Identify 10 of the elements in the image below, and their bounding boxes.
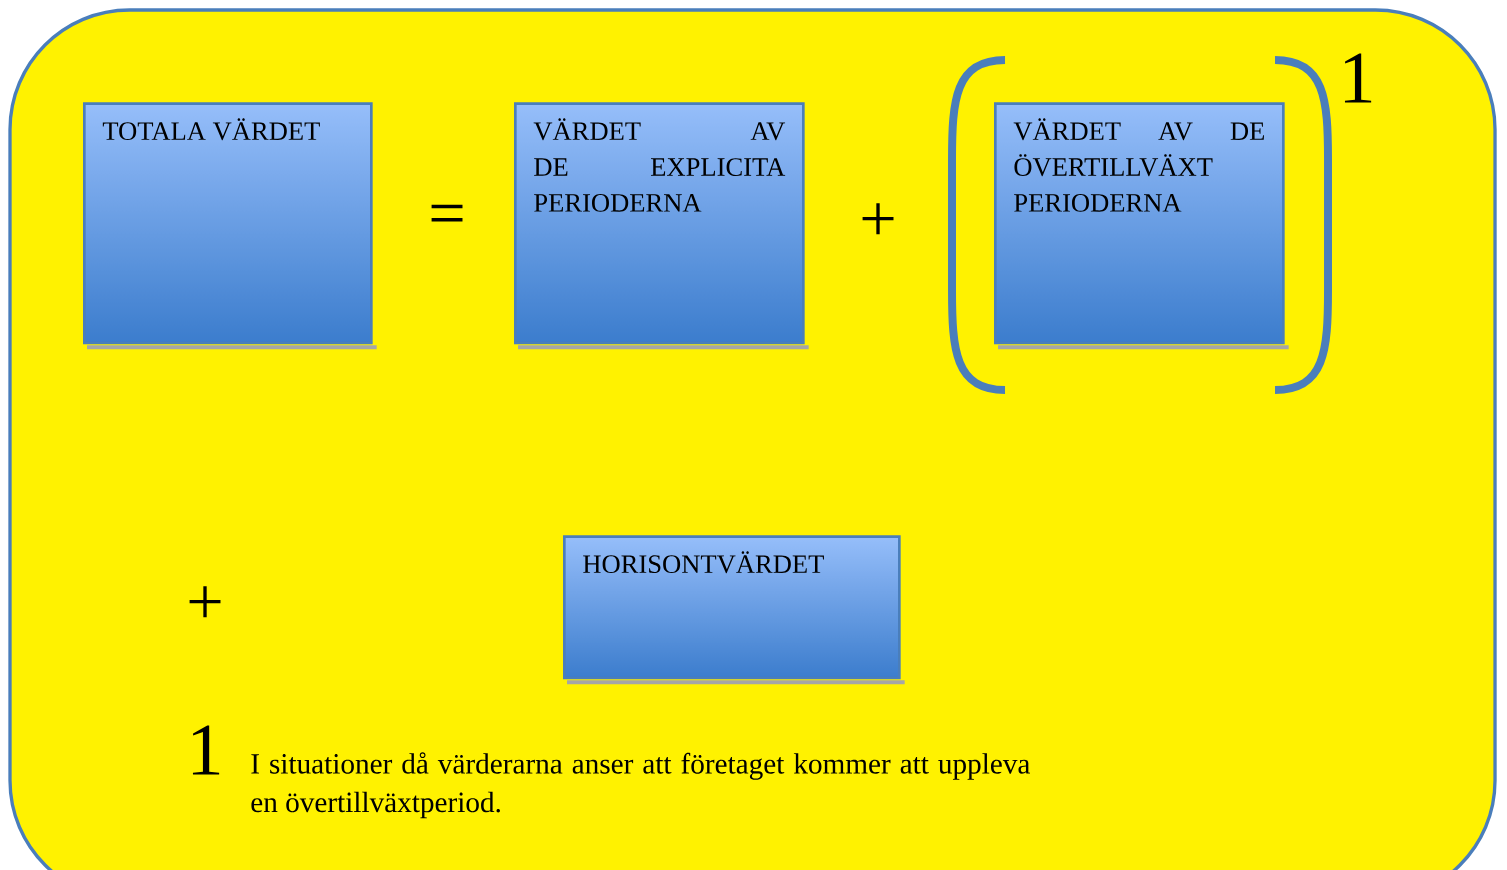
plus-sign: + — [189, 586, 221, 618]
equals-sign: = — [431, 204, 463, 222]
value-box: TOTALA VÄRDET — [83, 102, 377, 350]
footnote-mark: 1 — [192, 725, 220, 775]
footnote-text: I situationer då värderarna anser att företaget kommer att uppleva en övertillväxtperiod. — [251, 752, 1030, 819]
footnote-mark: 1 — [1344, 53, 1372, 103]
plus-sign: + — [862, 203, 894, 235]
value-box: HORISONTVÄRDET — [563, 535, 905, 685]
value-box: VÄRDET AV DE ÖVERTILLVÄXT PERIODERNA — [994, 102, 1289, 350]
value-box: VÄRDET AV DE EXPLICITA PERIODERNA — [514, 102, 809, 350]
